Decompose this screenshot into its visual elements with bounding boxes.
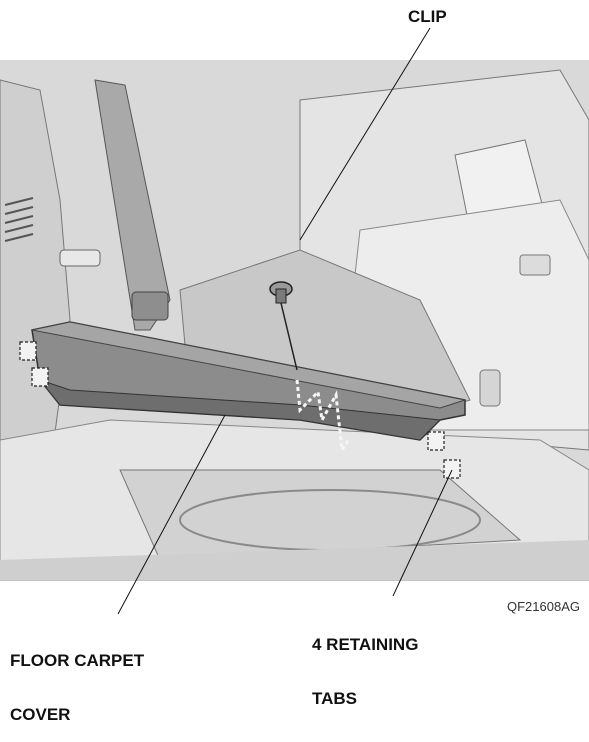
retaining-tab-3 [427,431,445,451]
seat-release-handle [519,254,551,276]
retaining-tab-2 [31,367,49,387]
floor-carpet-cover-top [31,321,466,409]
retaining-tab-1 [19,341,37,361]
figure-id: QF21608AG [507,599,580,614]
vehicle-cargo-area-illustration [0,27,589,615]
retaining-tabs-label-line1: 4 RETAINING [312,635,419,654]
clip-label: CLIP [408,7,447,26]
clip-alignment-path [295,379,352,455]
clip-part [269,281,298,371]
floor-carpet-cover-leader-line [117,414,226,615]
lower-edge [0,540,589,580]
retaining-tab-4 [443,459,461,479]
retaining-tabs-label-line2: TABS [312,689,358,708]
seat-belt-buckle [131,291,169,321]
seat-latch [479,369,501,407]
retaining-tabs-leader-line [392,469,453,597]
clip-leader-line [299,27,431,241]
retaining-tabs-label: 4 RETAINING TABS [312,600,418,726]
retaining-tab-markers [19,341,461,479]
floor-carpet-cover-label-line1: FLOOR CARPET [10,651,145,670]
floor-carpet-cover-label-line2: COVER [10,705,71,724]
vent-slots [4,197,34,242]
floor-carpet-cover-label: FLOOR CARPET COVER [10,616,144,742]
left-handle [59,249,101,267]
